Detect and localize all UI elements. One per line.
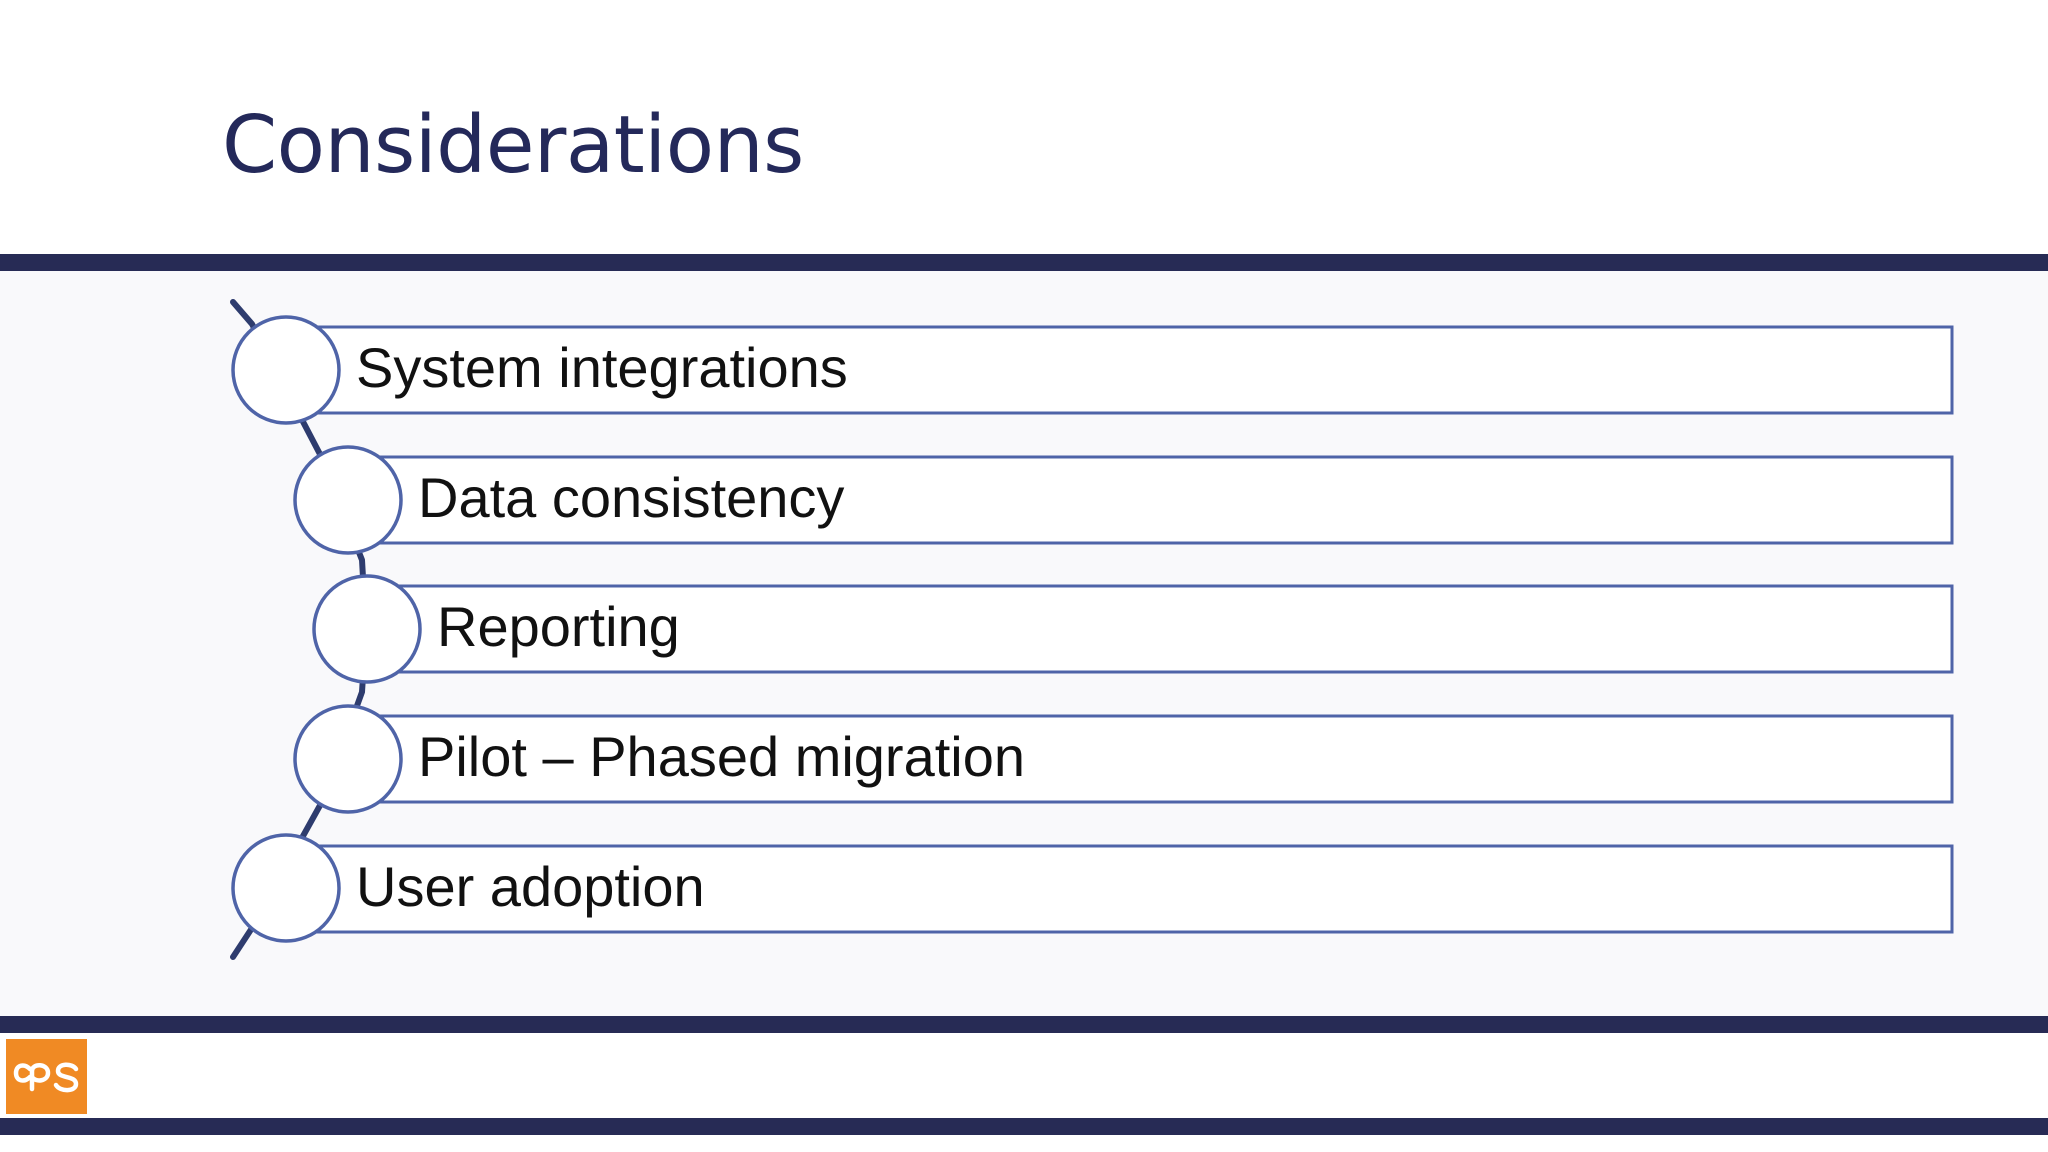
item-box-3 (365, 584, 1954, 674)
slide-title: Considerations (222, 99, 804, 191)
item-circle-4 (293, 704, 403, 814)
footer-divider-bar (0, 1016, 2048, 1033)
item-box-2 (346, 455, 1954, 545)
item-circle-1 (231, 315, 341, 425)
cps-logo (6, 1039, 87, 1114)
item-label-user-adoption: User adoption (356, 855, 705, 918)
item-circle-3 (312, 574, 422, 684)
item-circle-5 (231, 833, 341, 943)
item-label-system-integrations: System integrations (356, 336, 848, 399)
item-label-data-consistency: Data consistency (418, 466, 845, 529)
bottom-margin (0, 1135, 2048, 1152)
footer-area (0, 1033, 2048, 1118)
item-circle-2 (293, 445, 403, 555)
item-label-reporting: Reporting (437, 595, 680, 658)
header-divider-bar (0, 254, 2048, 271)
cps-logo-mark-icon (13, 1062, 79, 1093)
item-box-1 (284, 325, 1954, 415)
item-label-pilot-phased-migration: Pilot – Phased migration (418, 725, 1026, 788)
item-box-4 (346, 714, 1954, 804)
title-area: Considerations (0, 0, 2048, 254)
item-box-5 (284, 844, 1954, 934)
bottom-divider-bar (0, 1118, 2048, 1135)
